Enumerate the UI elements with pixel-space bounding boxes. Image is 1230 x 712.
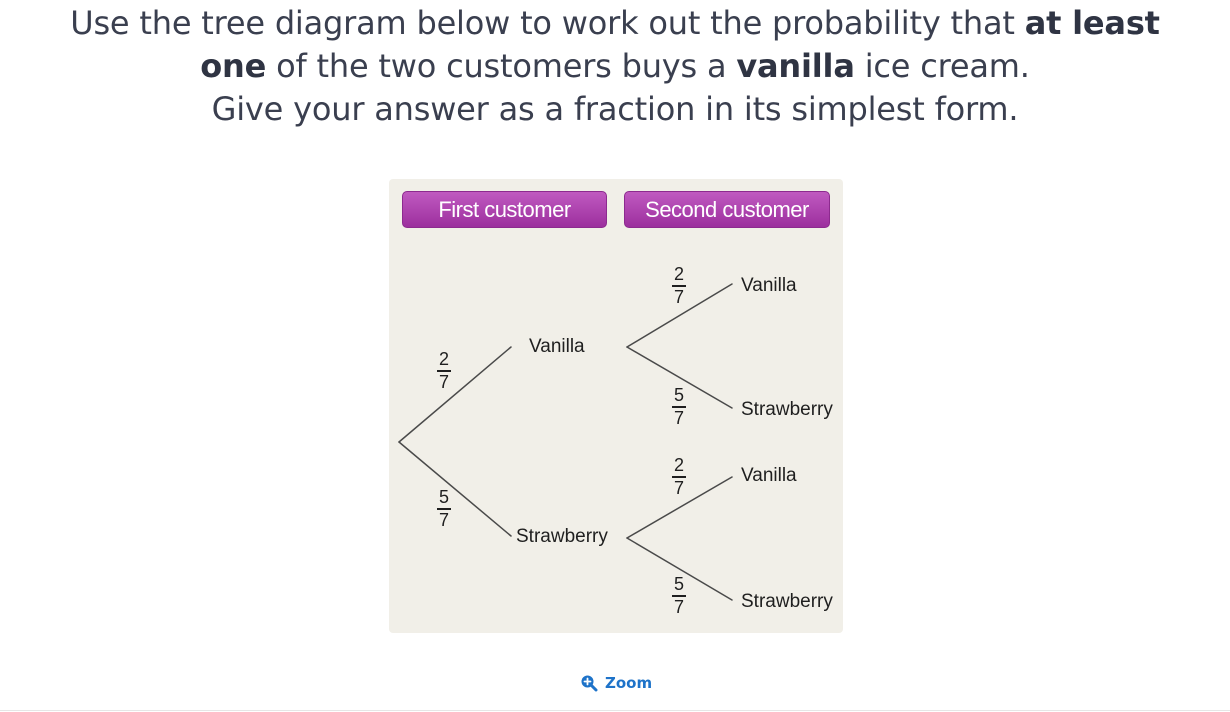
outcome-vanilla-vanilla: Vanilla xyxy=(741,275,797,296)
question-emphasis-one: one xyxy=(200,47,267,85)
outcome-first-vanilla: Vanilla xyxy=(529,336,585,357)
outcome-strawberry-vanilla: Vanilla xyxy=(741,465,797,486)
prob-numerator: 2 xyxy=(673,264,684,284)
branch-vanilla-vanilla xyxy=(626,283,733,348)
fraction-bar xyxy=(672,406,686,408)
prob-denominator: 7 xyxy=(673,477,684,498)
tree-branches xyxy=(398,283,733,601)
outcome-first-strawberry: Strawberry xyxy=(516,526,608,547)
prob-denominator: 7 xyxy=(673,596,684,617)
header-second-customer: Second customer xyxy=(624,191,830,228)
fraction-bar xyxy=(672,285,686,287)
prob-strawberry-strawberry: 5 7 xyxy=(669,575,689,617)
question-emphasis-at-least: at least xyxy=(1024,4,1160,42)
branch-first-strawberry xyxy=(398,441,512,537)
prob-denominator: 7 xyxy=(438,371,449,392)
prob-first-vanilla: 2 7 xyxy=(434,350,454,392)
prob-numerator: 5 xyxy=(673,574,684,594)
branch-strawberry-strawberry xyxy=(626,537,733,601)
header-first-customer: First customer xyxy=(402,191,607,228)
zoom-in-icon xyxy=(581,675,598,692)
fraction-bar xyxy=(437,508,451,510)
branch-first-vanilla xyxy=(398,346,512,443)
prob-vanilla-strawberry: 5 7 xyxy=(669,386,689,428)
branch-vanilla-strawberry xyxy=(626,346,733,409)
question-text-segment: Use the tree diagram below to work out t… xyxy=(70,4,1025,42)
branch-strawberry-vanilla xyxy=(626,476,733,539)
outcome-strawberry-strawberry: Strawberry xyxy=(741,591,833,612)
question-text-segment: of the two customers buys a xyxy=(266,47,737,85)
question-text: Use the tree diagram below to work out t… xyxy=(0,2,1230,131)
question-emphasis-vanilla: vanilla xyxy=(736,47,855,85)
zoom-button[interactable]: Zoom xyxy=(580,672,652,694)
question-line-1: Use the tree diagram below to work out t… xyxy=(0,2,1230,45)
prob-numerator: 2 xyxy=(438,349,449,369)
zoom-label: Zoom xyxy=(605,674,653,692)
fraction-bar xyxy=(672,476,686,478)
question-line-2: one of the two customers buys a vanilla … xyxy=(0,45,1230,88)
prob-numerator: 2 xyxy=(673,455,684,475)
prob-denominator: 7 xyxy=(438,509,449,530)
outcome-vanilla-strawberry: Strawberry xyxy=(741,399,833,420)
prob-denominator: 7 xyxy=(673,286,684,307)
prob-strawberry-vanilla: 2 7 xyxy=(669,456,689,498)
question-line-3: Give your answer as a fraction in its si… xyxy=(211,90,1019,128)
prob-first-strawberry: 5 7 xyxy=(434,488,454,530)
tree-diagram: First customer Second customer 2 7 5 7 2… xyxy=(389,179,843,633)
divider xyxy=(0,710,1230,711)
prob-numerator: 5 xyxy=(673,385,684,405)
prob-denominator: 7 xyxy=(673,407,684,428)
prob-numerator: 5 xyxy=(438,487,449,507)
fraction-bar xyxy=(672,595,686,597)
fraction-bar xyxy=(437,370,451,372)
question-text-segment: ice cream. xyxy=(854,47,1030,85)
prob-vanilla-vanilla: 2 7 xyxy=(669,265,689,307)
